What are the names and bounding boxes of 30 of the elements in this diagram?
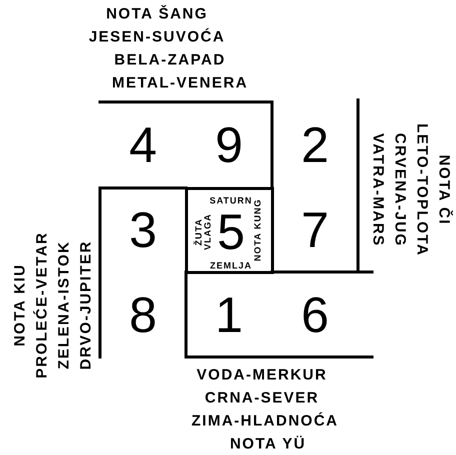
element-label: VATRA-MARS [370,133,386,247]
element-label: NOTA KIU [12,264,28,346]
element-label: ZELENA-ISTOK [56,240,72,370]
square-number: 7 [272,188,358,272]
element-label: CRNA-SEVER [204,390,320,406]
center-caption: NOTA KUNG [253,198,263,262]
element-label: PROLEĆE-VETAR [34,232,50,378]
element-label: JESEN-SUVOĆA [88,30,226,44]
center-caption: ZEMLJA [210,261,252,271]
element-label: METAL-VENERA [112,76,248,90]
element-label: DRVO-JUPITER [78,240,94,370]
center-caption: SATURN [210,196,252,206]
square-number: 3 [100,188,186,272]
square-number: 6 [272,272,358,357]
square-number: 8 [100,272,186,357]
square-number: 1 [186,272,272,357]
center-square [185,187,274,274]
element-label: BELA-ZAPAD [114,52,226,68]
square-number: 9 [186,102,272,188]
square-number: 5 [217,207,245,257]
center-caption: ŽUTA VLAGA [194,214,214,250]
element-label: NOTA ŠANG [106,6,208,22]
square-number: 4 [100,102,186,188]
square-number: 2 [272,102,358,188]
element-label: NOTA ČI [436,154,452,226]
element-label: ZIMA-HLADNOĆA [192,414,338,428]
element-label: CRVENA-JUG [392,133,408,247]
element-label: LETO-TOPLOTA [414,124,430,256]
element-label: VODA-MERKUR [196,368,328,382]
element-label: NOTA YÜ [230,436,306,452]
